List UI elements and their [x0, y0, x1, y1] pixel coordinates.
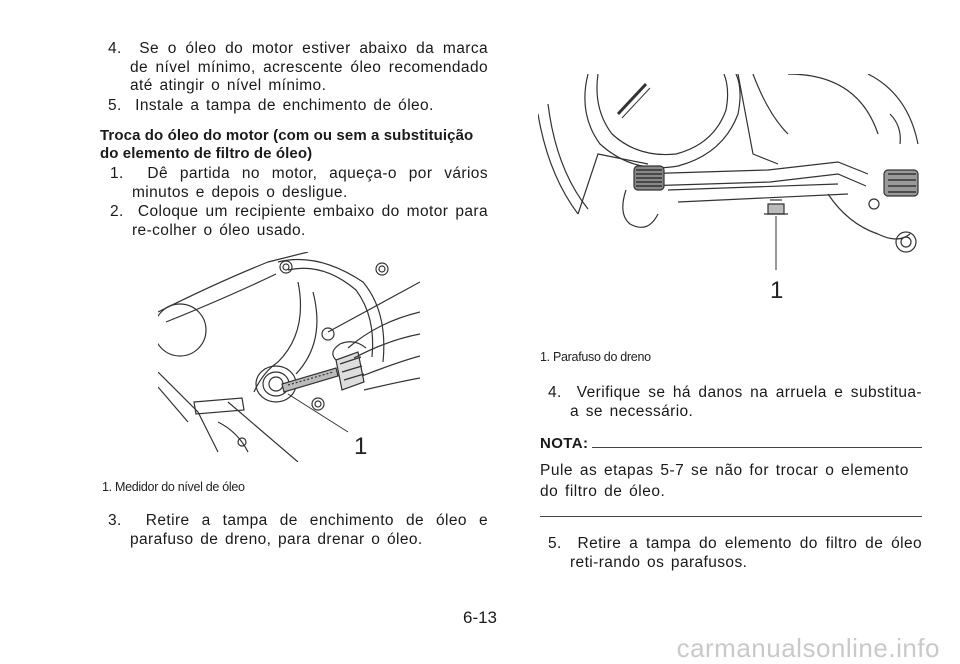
step-1-left: 1. Dê partida no motor, aqueça-o por vár…: [110, 165, 488, 201]
note-label: NOTA:: [540, 435, 589, 452]
figure-caption-right: 1. Parafuso do dreno: [540, 350, 651, 364]
right-column: 4. Verifique se há danos na arruela e su…: [540, 384, 922, 572]
drain-bolt-callout-number: 1: [770, 277, 783, 304]
drain-bolt-illustration: 1: [538, 74, 919, 304]
step-3-left: 3. Retire a tampa de enchimento de óleo …: [108, 512, 488, 548]
dipstick-illustration: 1: [158, 252, 420, 462]
left-column-bottom: 3. Retire a tampa de enchimento de óleo …: [100, 512, 488, 549]
section-heading: Troca do óleo do motor (com ou sem a sub…: [100, 127, 474, 162]
left-column: 4. Se o óleo do motor estiver abaixo da …: [100, 40, 488, 240]
watermark-text[interactable]: carmanualsonline.info: [676, 633, 940, 663]
page-number: 6-13: [462, 608, 498, 627]
note-text: Pule as etapas 5-7 se não for trocar o e…: [540, 462, 909, 500]
step-5-left: 5. Instale a tampa de enchimento de óleo…: [108, 96, 434, 114]
note-header: NOTA:: [540, 435, 922, 452]
note-end-rule: [540, 516, 922, 517]
note-rule: [592, 447, 922, 448]
step-4-right: 4. Verifique se há danos na arruela e su…: [548, 384, 922, 420]
dipstick-callout-number: 1: [354, 433, 367, 460]
figure-caption-left: 1. Medidor do nível de óleo: [102, 480, 245, 494]
step-4-left: 4. Se o óleo do motor estiver abaixo da …: [108, 40, 488, 94]
step-5-right: 5. Retire a tampa do elemento do filtro …: [548, 535, 922, 571]
step-2-left: 2. Coloque um recipiente embaixo do moto…: [110, 203, 488, 239]
